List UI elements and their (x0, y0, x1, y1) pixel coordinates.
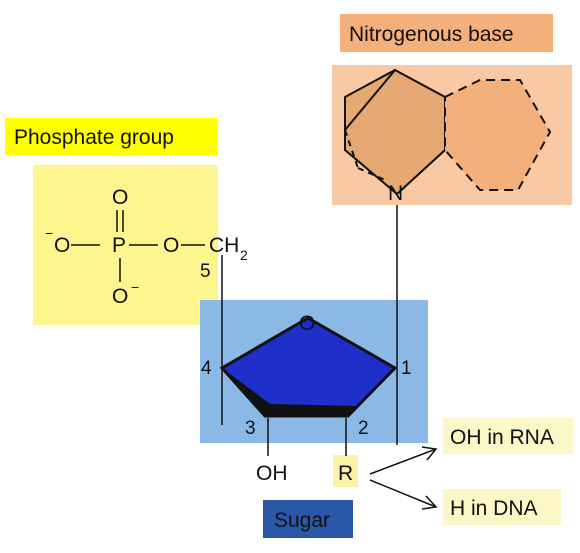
phosphate-ch2: CH (209, 234, 239, 257)
oh-in-rna-label-bg (443, 418, 573, 454)
phosphate-charge-left: − (45, 225, 53, 241)
phosphate-group-label: Phosphate group (14, 126, 174, 149)
phosphate-o-bottom: O (112, 285, 128, 308)
oh-group: OH (256, 462, 288, 485)
oh-in-rna-label: OH in RNA (450, 426, 554, 449)
phosphate-charge-bottom: − (131, 279, 139, 295)
phosphate-structure: O − O P O CH 2 O − (45, 186, 248, 308)
base-ring-structure (344, 68, 552, 196)
sugar-label: Sugar (274, 509, 330, 532)
carbon-3-number: 3 (245, 418, 256, 439)
base-label-bg (340, 14, 553, 52)
carbon-4-number: 4 (201, 358, 212, 379)
r-group-arrows (369, 446, 438, 510)
phosphate-p: P (112, 234, 126, 257)
sugar-label-bg (263, 500, 353, 538)
carbon-2-number: 2 (358, 418, 369, 439)
phosphate-o-bridge: O (163, 234, 179, 257)
r-label-bg (333, 455, 358, 487)
h-in-dna-label: H in DNA (450, 497, 538, 520)
h-in-dna-label-bg (443, 489, 561, 525)
phosphate-o-top: O (112, 186, 128, 209)
r-group: R (338, 462, 353, 485)
carbon-1-number: 1 (401, 358, 412, 379)
phosphate-label-bg (5, 118, 218, 155)
carbon-5-number: 5 (200, 261, 211, 282)
base-nitrogen-atom: N (388, 182, 403, 205)
phosphate-ch2-subscript: 2 (240, 247, 248, 263)
phosphate-o-left: O (54, 234, 70, 257)
ring-oxygen: O (299, 312, 315, 335)
sugar-ring (219, 316, 398, 418)
nitrogenous-base-label: Nitrogenous base (349, 23, 514, 46)
